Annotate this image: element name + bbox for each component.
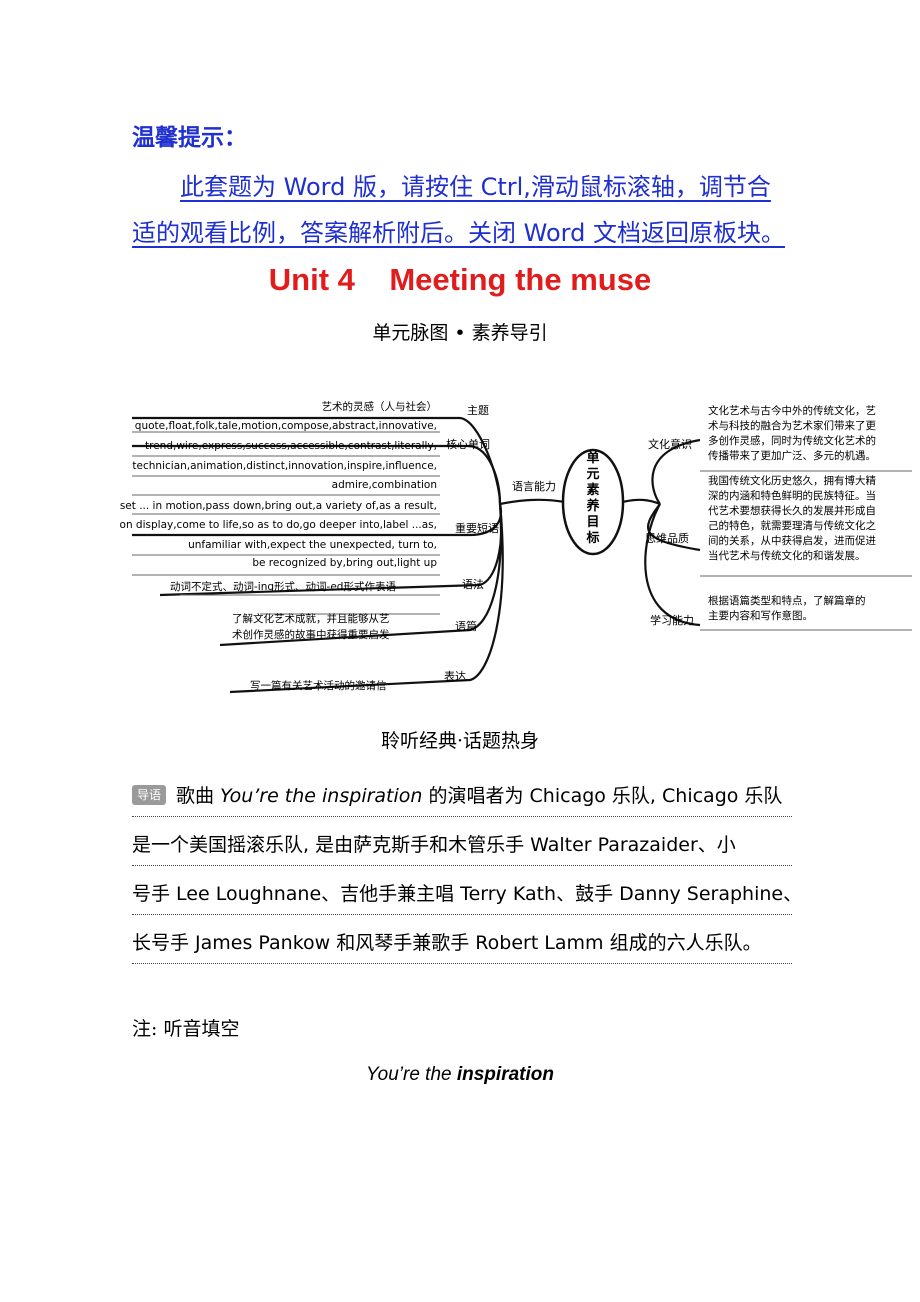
node-label-expression: 表达 [444,669,466,683]
guide-badge: 导语 [132,785,166,805]
section-heading-listening: 聆听经典·话题热身 [380,730,540,752]
song-title-bold: inspiration [456,1064,554,1085]
node-label-vocab: 核心单词 [446,437,490,451]
center-char: 单 [586,450,599,466]
tip-heading: 温馨提示： [132,125,247,151]
vocab-line: admire,combination [332,479,437,491]
tip-line-1: 此套题为 Word 版，请按住 Ctrl,滑动鼠标滚轴，调节合 [180,173,771,201]
node-label-grammar: 语法 [462,577,484,591]
phrase-line: unfamiliar with,expect the unexpected, t… [188,539,437,551]
mindmap-branches [132,416,701,694]
node-label-theme: 主题 [467,404,489,417]
intro-text: 的演唱者为 Chicago 乐队, Chicago 乐队 [422,785,783,807]
song-title: You’re the inspiration [0,1064,920,1086]
phrase-line: set ... in motion,pass down,bring out,a … [120,500,437,512]
thinking-line: 间的关系，从中获得启发，进而促进 [708,534,876,547]
thinking-line: 代艺术要想获得长久的发展并形成自 [708,504,876,517]
tip-line-2: 适的观看比例，答案解析附后。关闭 Word 文档返回原板块。 [132,219,785,247]
thinking-line: 深的内涵和特色鲜明的民族特征。当 [708,489,876,502]
song-title-prefix: You’re the [366,1064,457,1085]
grammar-line: 动词不定式、动词-ing形式、动词-ed形式作表语 [170,580,396,593]
culture-line: 术与科技的融合为艺术家们带来了更 [708,419,876,432]
vocab-line: quote,float,folk,tale,motion,compose,abs… [135,420,437,432]
mindmap-subtitle: 单元脉图 • 素养导引 [372,322,548,344]
center-char: 素 [586,482,599,498]
intro-line-1: 导语歌曲 You’re the inspiration 的演唱者为 Chicag… [132,772,792,817]
learning-line: 主要内容和写作意图。 [708,609,813,622]
unit-mindmap: 单 元 素 养 目 标 语言能力 主题 核心单词 重要短语 语法 语篇 表达 文… [120,400,912,694]
node-label-phrases: 重要短语 [455,521,499,535]
note-text: 注: 听音填空 [132,1018,240,1040]
node-label-learning: 学习能力 [650,613,694,627]
center-char: 标 [585,530,599,546]
center-char: 养 [585,498,600,514]
phrase-line: on display,come to life,so as to do,go d… [120,519,437,531]
branch-label-language: 语言能力 [512,479,556,493]
culture-line: 传播带来了更加广泛、多元的机遇。 [708,449,876,462]
intro-text: 歌曲 [176,785,221,807]
intro-line-2: 是一个美国摇滚乐队, 是由萨克斯手和木管乐手 Walter Parazaider… [132,821,792,866]
expression-line: 写一篇有关艺术活动的邀请信 [250,679,387,692]
vocab-line: technician,animation,distinct,innovation… [132,460,437,472]
learning-line: 根据语篇类型和特点，了解篇章的 [708,594,866,607]
text-line: 术创作灵感的故事中获得重要启发 [232,628,390,641]
thinking-line: 己的特色，就需要理清与传统文化之 [708,519,876,532]
song-name: You’re the inspiration [220,785,423,807]
node-label-thinking: 思维品质 [645,532,689,545]
thinking-line: 我国传统文化历史悠久，拥有博大精 [708,474,876,487]
intro-paragraph: 导语歌曲 You’re the inspiration 的演唱者为 Chicag… [132,772,802,968]
mindmap-underlines [132,431,912,631]
center-node [561,448,625,556]
node-label-culture: 文化意识 [648,437,692,451]
center-char: 元 [586,467,599,482]
theme-line: 艺术的灵感（人与社会） [322,400,438,413]
phrase-line: be recognized by,bring out,light up [252,557,437,569]
intro-line-3: 号手 Lee Loughnane、吉他手兼主唱 Terry Kath、鼓手 Da… [132,870,802,915]
intro-line-4: 长号手 James Pankow 和风琴手兼歌手 Robert Lamm 组成的… [132,919,792,964]
text-line: 了解文化艺术成就，并且能够从艺 [232,612,390,625]
thinking-line: 当代艺术与传统文化的和谐发展。 [708,549,866,562]
unit-title: Unit 4 Meeting the muse [268,262,652,297]
node-label-text: 语篇 [455,619,477,633]
culture-line: 文化艺术与古今中外的传统文化，艺 [708,404,876,417]
center-char: 目 [586,515,599,530]
culture-line: 多创作灵感，同时为传统文化艺术的 [708,434,876,447]
vocab-line: trend,wire,express,success,accessible,co… [145,440,437,452]
